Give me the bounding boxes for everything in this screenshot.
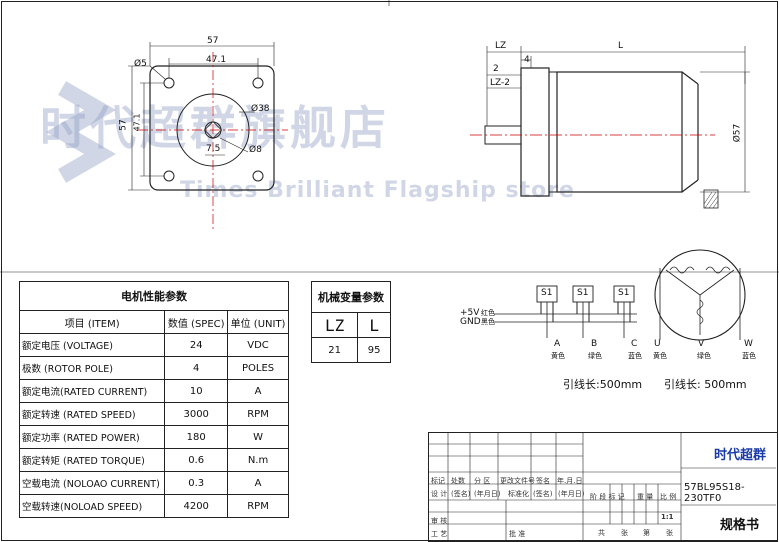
tb-date2: (年月日) — [474, 490, 501, 498]
tb-std: 标准化 — [508, 490, 529, 498]
phase-w: W — [744, 339, 753, 349]
row-label: 极数 (ROTOR POLE) — [18, 356, 166, 380]
lead-length-hall: 引线长:500mm — [563, 378, 643, 391]
hall-a: A — [554, 339, 561, 349]
row-value: 24 — [164, 333, 229, 357]
tb-stage: 阶 段 标 记 — [590, 493, 625, 501]
dim-width: 57 — [207, 36, 219, 46]
header-item: 项目 (ITEM) — [18, 310, 166, 334]
tb-sign: 签名 — [536, 477, 550, 485]
row-unit: W — [227, 425, 289, 449]
tb-change-doc: 更改文件号 — [500, 477, 535, 485]
dim-four: 4 — [524, 55, 530, 65]
row-unit: VDC — [227, 333, 289, 357]
tb-ratio: 比 例 — [660, 493, 677, 501]
dim-shaft: Ø8 — [249, 145, 262, 155]
tb-approve: 批 准 — [509, 530, 526, 538]
mech-params-table: 机械变量参数 LZ L 21 95 — [310, 281, 391, 363]
dim-pilot: Ø38 — [251, 104, 270, 114]
table-row: 额定转矩 (RATED TORQUE) 0.6 N.m — [18, 448, 289, 472]
dim-flat: 7.5 — [206, 144, 221, 154]
phase-v-color: 绿色 — [697, 352, 711, 360]
tb-sheets: 张 — [621, 529, 628, 537]
row-value: 0.6 — [164, 448, 229, 472]
row-unit: RPM — [227, 402, 289, 426]
row-unit: N.m — [227, 448, 289, 472]
phase-v: V — [698, 339, 705, 349]
phase-u-color: 黄色 — [653, 352, 667, 360]
tb-total: 共 — [598, 529, 605, 537]
tb-design: 设 计 — [431, 490, 448, 498]
company-name: 时代超群 — [714, 448, 767, 463]
sensor-s1-b: S1 — [577, 288, 589, 298]
tb-count: 处数 — [451, 477, 465, 485]
label-5v-color: 红色 — [481, 309, 495, 317]
mech-value-l: 95 — [357, 337, 391, 363]
doc-type: 规格书 — [720, 518, 760, 533]
dim-l: L — [618, 41, 624, 51]
table-row: 空载转速(NOLOAD SPEED) 4200 RPM — [18, 494, 289, 518]
row-label: 空载转速(NOLOAD SPEED) — [18, 494, 166, 518]
model-number: 57BL95S18-230TF0 — [684, 482, 745, 504]
tb-sheet-unit: 张 — [666, 529, 673, 537]
tb-zone: 分 区 — [474, 477, 491, 485]
row-unit: A — [227, 379, 289, 403]
tb-date: 年.月.日 — [557, 477, 583, 485]
hall-b: B — [591, 339, 598, 349]
dim-hole: Ø5 — [134, 59, 147, 69]
row-unit: RPM — [227, 494, 289, 518]
mech-header-lz: LZ — [310, 312, 359, 338]
tb-sheet-no: 第 — [643, 529, 650, 537]
mech-table-title: 机械变量参数 — [311, 281, 391, 313]
tb-date3: (年月日) — [558, 490, 585, 498]
phase-u: U — [654, 339, 661, 349]
row-value: 4 — [164, 356, 229, 380]
tb-mark: 标记 — [431, 477, 445, 485]
table-row: 额定功率 (RATED POWER) 180 W — [18, 425, 289, 449]
row-unit: POLES — [227, 356, 289, 380]
dim-lz: LZ — [495, 41, 507, 51]
hall-c-color: 蓝色 — [628, 352, 642, 360]
dim-lz2: LZ-2 — [490, 78, 510, 88]
mech-value-lz: 21 — [310, 337, 359, 363]
row-value: 4200 — [164, 494, 229, 518]
tb-review: 审 核 — [431, 517, 448, 525]
label-gnd: GND — [460, 317, 481, 327]
table-row: 额定转速 (RATED SPEED) 3000 RPM — [18, 402, 289, 426]
row-label: 额定转速 (RATED SPEED) — [18, 402, 166, 426]
lead-length-phase: 引线长: 500mm — [664, 378, 747, 391]
table-row: 额定电流(RATED CURRENT) 10 A — [18, 379, 289, 403]
phase-w-color: 蓝色 — [742, 352, 756, 360]
hall-b-color: 绿色 — [588, 352, 602, 360]
motor-params-table: 电机性能参数 项目 (ITEM) 数值 (SPEC) 单位 (UNIT) 额定电… — [18, 281, 289, 518]
dim-hole-spacing: 47.1 — [206, 55, 227, 65]
tb-sign3: (签名) — [533, 490, 553, 498]
tb-sign2: (签名) — [451, 490, 471, 498]
tb-weight: 重 量 — [637, 493, 654, 501]
sensor-s1-c: S1 — [618, 288, 630, 298]
hall-a-color: 黄色 — [551, 352, 565, 360]
table-row: 额定电压 (VOLTAGE) 24 VDC — [18, 333, 289, 357]
row-label: 额定功率 (RATED POWER) — [18, 425, 166, 449]
tb-craft: 工 艺 — [431, 530, 448, 538]
sensor-s1-a: S1 — [541, 288, 553, 298]
dim-two: 2 — [493, 64, 499, 74]
table-row: 极数 (ROTOR POLE) 4 POLES — [18, 356, 289, 380]
tb-scale: 1:1 — [661, 513, 674, 521]
label-5v: +5V — [460, 308, 480, 318]
label-gnd-color: 黑色 — [481, 318, 495, 326]
row-label: 额定电流(RATED CURRENT) — [18, 379, 166, 403]
hall-c: C — [631, 339, 638, 349]
